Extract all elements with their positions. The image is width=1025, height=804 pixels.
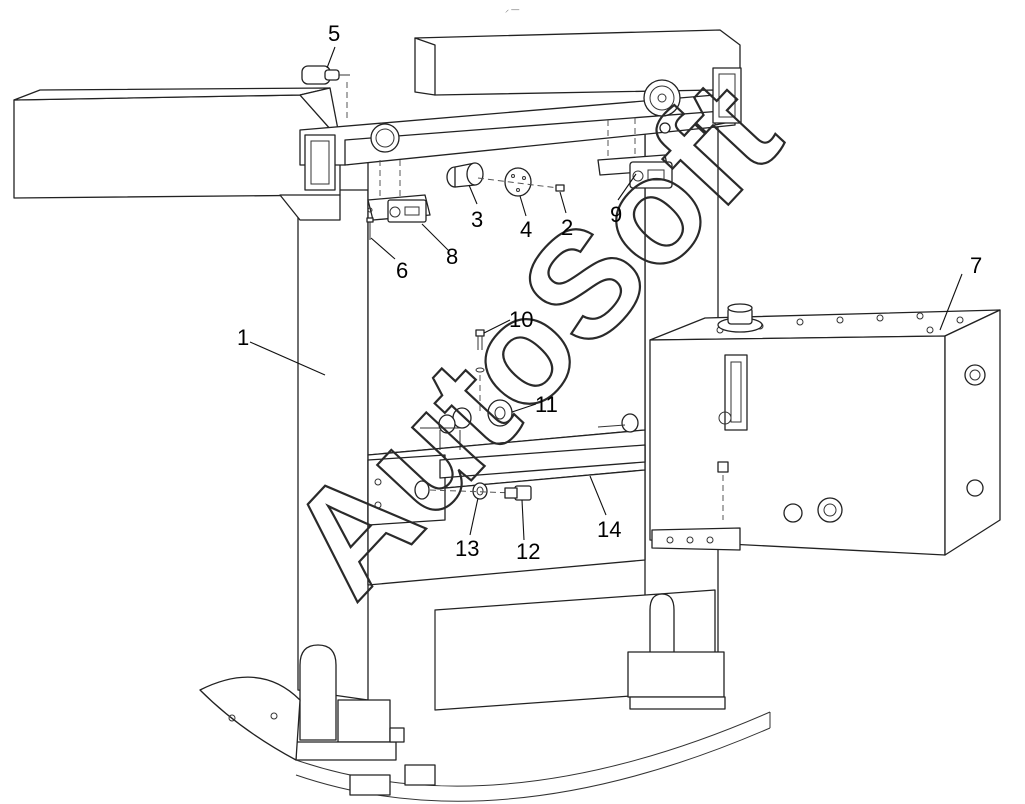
component-13-washer xyxy=(414,480,516,500)
callout-14: 14 xyxy=(597,517,621,542)
callout-5: 5 xyxy=(328,21,340,46)
callout-3: 3 xyxy=(471,207,483,232)
component-7-tank xyxy=(649,303,1001,556)
feet-and-runners xyxy=(199,593,771,802)
callout-13: 13 xyxy=(455,536,479,561)
component-10-pin xyxy=(475,329,485,415)
callout-6: 6 xyxy=(396,258,408,283)
callout-2: 2 xyxy=(561,215,573,240)
leader-lines xyxy=(249,46,963,541)
callout-7: 7 xyxy=(970,253,982,278)
component-2-screw xyxy=(477,177,565,192)
component-5-sensor xyxy=(301,65,350,120)
beam-flanges xyxy=(370,79,681,153)
callout-1: 1 xyxy=(237,325,249,350)
component-6-screw xyxy=(366,207,374,240)
callout-8: 8 xyxy=(446,244,458,269)
component-12-bolt xyxy=(504,485,532,501)
header-mark: ⸝ — xyxy=(505,5,519,14)
component-9-switch xyxy=(597,118,673,189)
component-11-bushing xyxy=(420,399,639,450)
callouts: 1 2 3 4 5 6 7 8 9 10 11 12 13 14 xyxy=(237,21,982,564)
component-14-plate xyxy=(439,444,646,479)
component-4-disc xyxy=(504,167,532,197)
callout-9: 9 xyxy=(610,202,622,227)
callout-12: 12 xyxy=(516,539,540,564)
callout-11: 11 xyxy=(535,392,558,417)
top-beams xyxy=(13,29,742,221)
frame-part-1 xyxy=(297,117,719,711)
component-8-switch xyxy=(367,160,431,223)
callout-10: 10 xyxy=(509,307,533,332)
component-3-sleeve xyxy=(446,162,484,188)
callout-4: 4 xyxy=(520,217,532,242)
